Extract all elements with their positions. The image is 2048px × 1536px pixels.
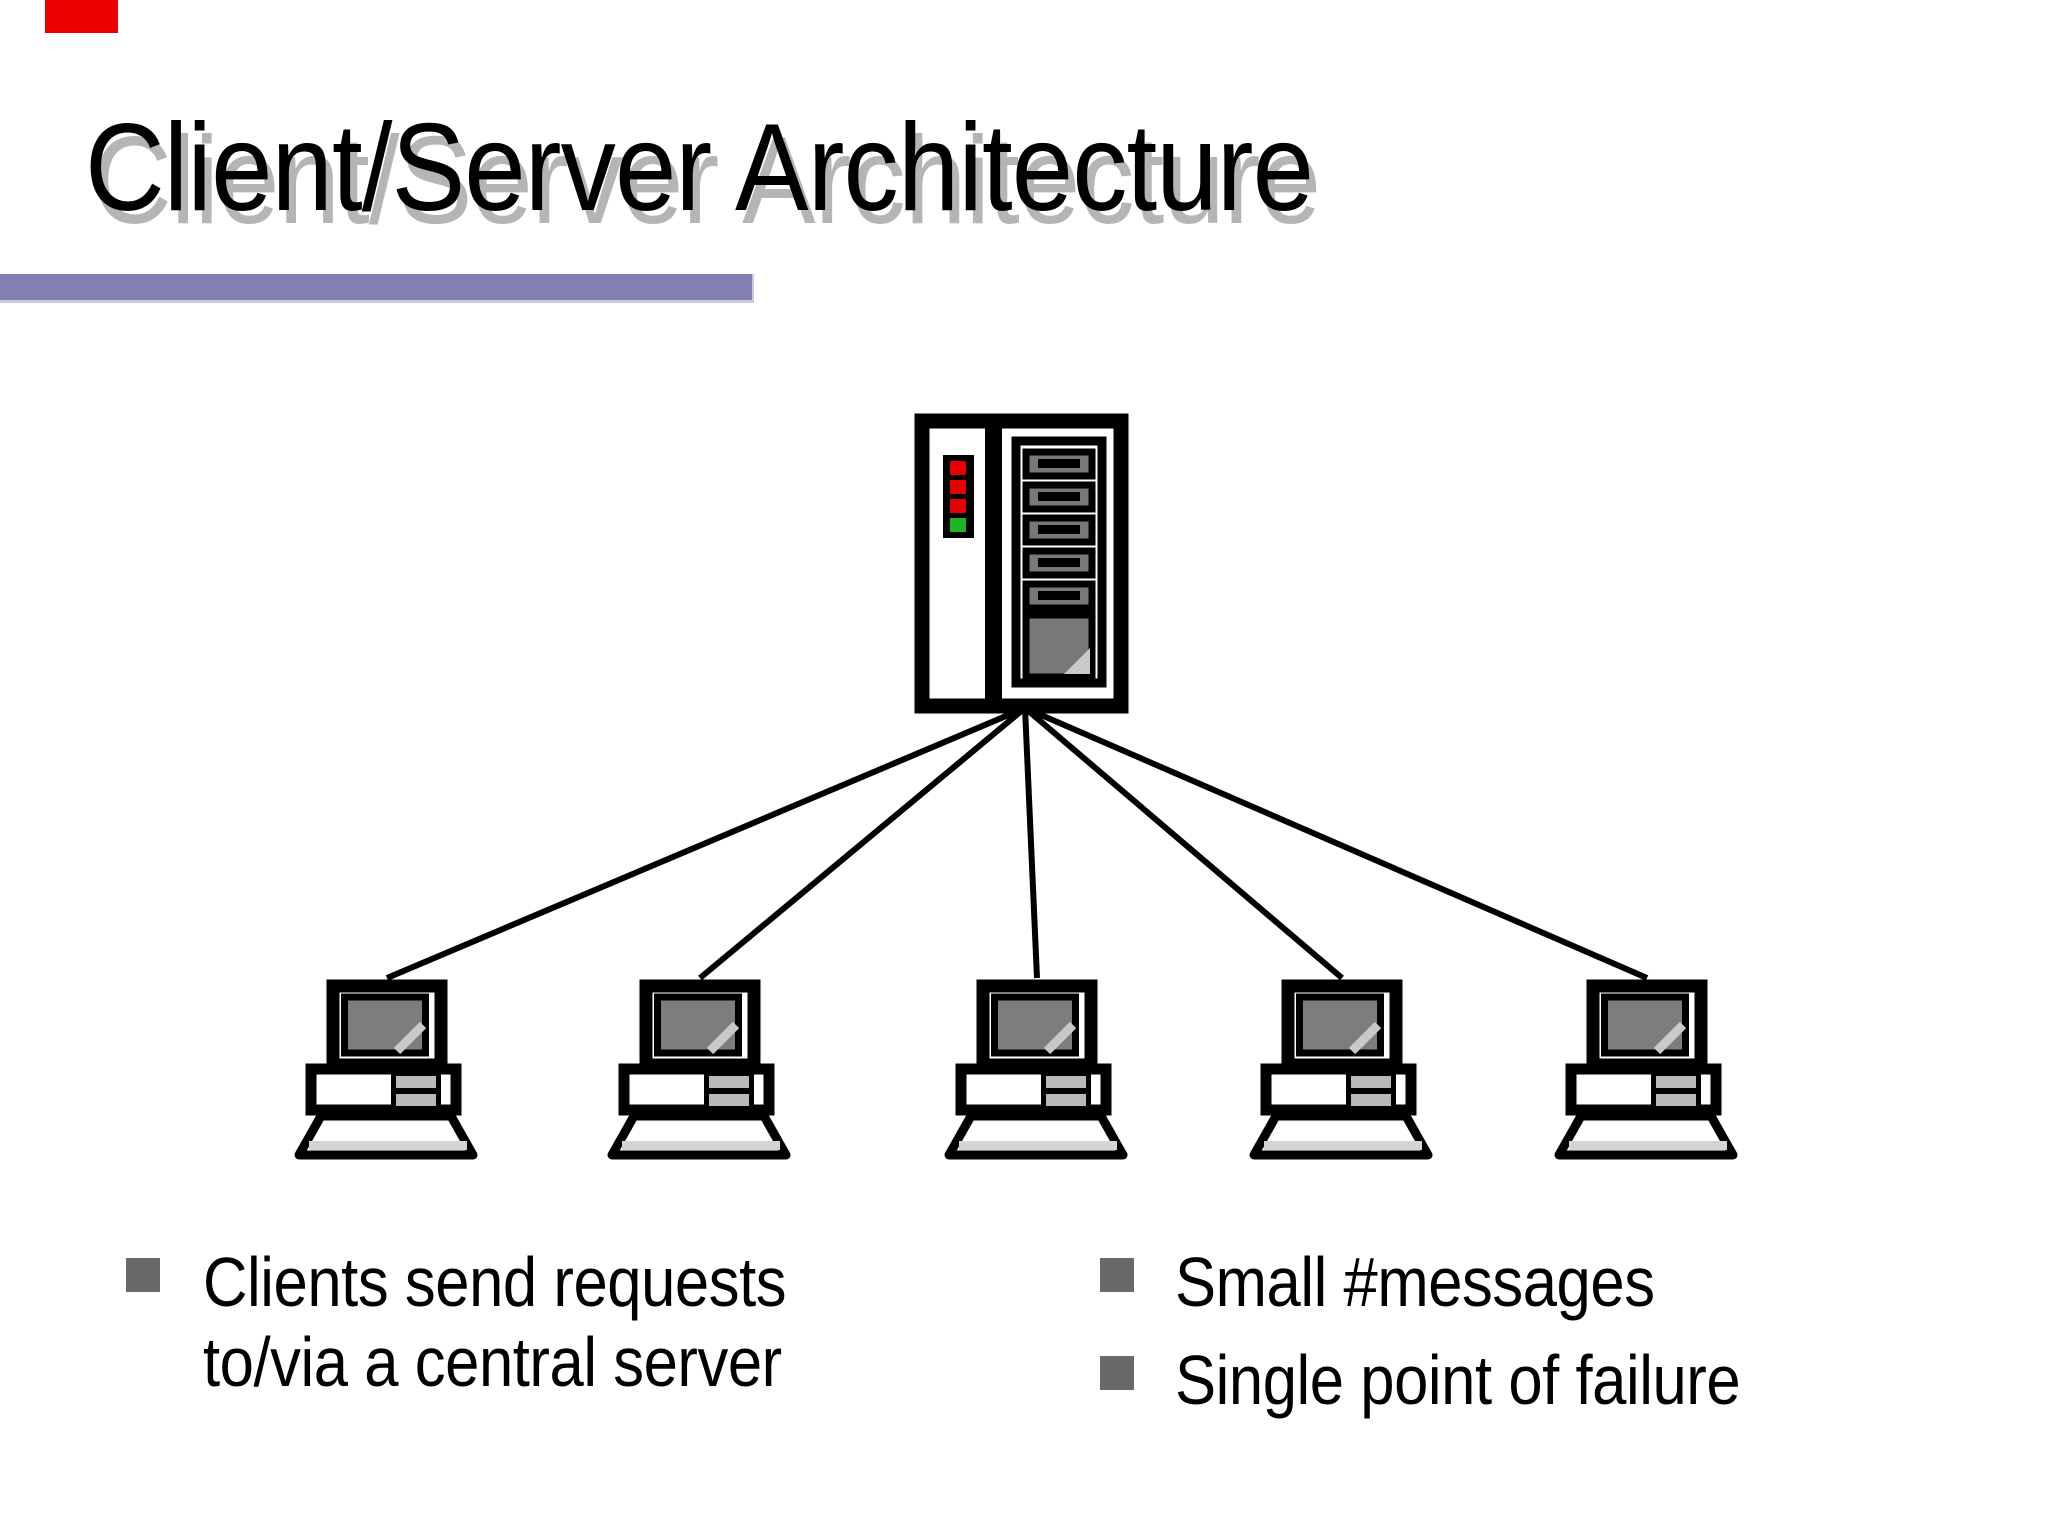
bullet-text: Small #messages (1175, 1243, 1655, 1321)
connection-line (1023, 705, 1344, 981)
client-computer-icon (299, 986, 473, 1155)
slide-title: Client/Server Architecture (85, 99, 1314, 237)
led-red (950, 499, 966, 513)
connection-line (1022, 707, 1040, 979)
bullet-list-left: Clients send requests to/via a central s… (126, 1242, 866, 1402)
bullet-text: Clients send requests to/via a central s… (203, 1242, 787, 1402)
red-marker (45, 0, 118, 33)
connection-line (385, 705, 1027, 981)
client-computer-icon (612, 986, 786, 1155)
server-led-panel (943, 455, 974, 538)
bullet-square-icon (1100, 1258, 1134, 1292)
client-computer-icon (1254, 986, 1428, 1155)
led-red (950, 480, 966, 494)
connection-line (1023, 705, 1649, 981)
bullet-line: to/via a central server (203, 1323, 782, 1401)
client-computer-icon (1559, 986, 1733, 1155)
bullet-item: Clients send requests to/via a central s… (126, 1242, 866, 1402)
bullet-list-right: Small #messages Single point of failure (1100, 1242, 1817, 1420)
bullet-item: Single point of failure (1100, 1340, 1817, 1420)
led-red (950, 461, 966, 475)
connection-line (698, 705, 1027, 981)
connection-lines (385, 705, 1649, 981)
bullet-square-icon (1100, 1356, 1134, 1390)
bullet-text: Single point of failure (1175, 1341, 1741, 1419)
client-computer-icon (949, 986, 1123, 1155)
bullet-line: Clients send requests (203, 1243, 787, 1321)
server-rack (1011, 436, 1107, 688)
title-accent-bar (0, 274, 754, 303)
led-green (950, 518, 966, 532)
server-tower-icon (914, 413, 1129, 714)
bullet-square-icon (126, 1258, 160, 1292)
bullet-item: Small #messages (1100, 1242, 1817, 1322)
